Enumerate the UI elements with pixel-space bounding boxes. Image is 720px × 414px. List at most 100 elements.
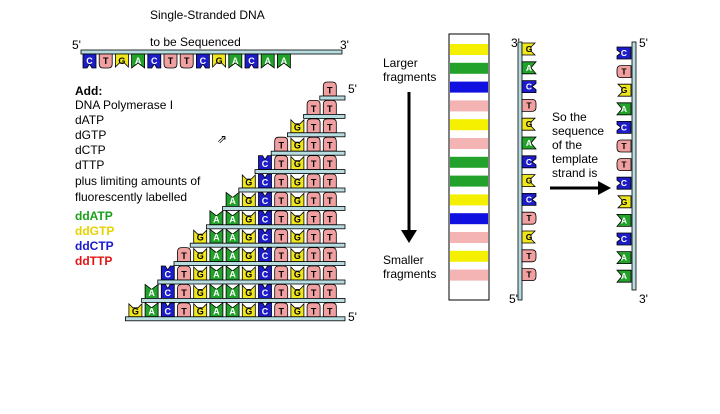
base-A: A <box>144 301 159 318</box>
svg-text:T: T <box>327 159 333 169</box>
base-C: C <box>258 173 272 189</box>
gel-band <box>450 138 488 149</box>
svg-text:T: T <box>181 270 187 280</box>
base-T: T <box>274 210 289 226</box>
base-A: A <box>209 283 224 299</box>
svg-text:G: G <box>132 306 139 316</box>
svg-text:A: A <box>621 253 627 263</box>
svg-text:T: T <box>278 178 284 188</box>
svg-text:A: A <box>621 104 627 114</box>
base-C: C <box>258 228 272 244</box>
svg-text:A: A <box>148 306 155 316</box>
base-T: T <box>177 284 191 299</box>
svg-text:C: C <box>86 56 93 66</box>
read-column-three-prime-label: 3' <box>511 36 520 50</box>
gel-band <box>450 81 488 93</box>
svg-text:T: T <box>327 178 333 188</box>
template-three-prime-label: 3' <box>340 38 349 52</box>
base-A: A <box>225 265 240 281</box>
base-G: G <box>241 174 256 189</box>
base-T: T <box>322 136 337 152</box>
base-A: A <box>277 53 291 69</box>
base-G: G <box>193 284 208 299</box>
svg-text:A: A <box>621 215 627 225</box>
base-T: T <box>322 210 337 226</box>
base-T: T <box>306 118 321 134</box>
svg-text:G: G <box>294 306 301 316</box>
svg-text:G: G <box>294 122 301 132</box>
base-T: T <box>274 284 289 299</box>
svg-text:T: T <box>311 270 317 280</box>
reagent-item: dGTP <box>75 128 107 142</box>
base-T: T <box>322 100 337 115</box>
base-T: T <box>306 136 321 152</box>
svg-text:T: T <box>311 141 317 151</box>
reagent-item: dTTP <box>75 158 105 172</box>
base-C: C <box>521 80 537 93</box>
svg-text:A: A <box>621 271 627 281</box>
base-C: C <box>147 53 162 69</box>
base-C: C <box>258 210 272 226</box>
svg-text:G: G <box>294 251 301 261</box>
svg-text:T: T <box>311 104 317 114</box>
base-C: C <box>82 53 97 69</box>
base-A: A <box>260 53 275 69</box>
svg-text:G: G <box>245 270 252 280</box>
base-A: A <box>209 265 224 281</box>
svg-text:T: T <box>327 270 333 280</box>
svg-text:T: T <box>278 306 284 316</box>
svg-text:T: T <box>327 141 333 151</box>
base-G: G <box>290 155 305 170</box>
svg-text:T: T <box>327 288 333 298</box>
base-C: C <box>258 265 272 281</box>
svg-text:C: C <box>262 159 269 169</box>
svg-text:A: A <box>526 63 532 73</box>
svg-text:G: G <box>197 251 204 261</box>
base-G: G <box>193 247 208 262</box>
base-G: G <box>115 53 129 68</box>
base-T: T <box>322 81 337 97</box>
base-T: T <box>306 210 321 226</box>
template-five-prime-label: 5' <box>72 38 81 52</box>
base-A: A <box>131 53 145 69</box>
base-G: G <box>212 53 226 68</box>
base-T: T <box>274 228 289 244</box>
svg-text:G: G <box>245 288 252 298</box>
base-C: C <box>244 53 259 69</box>
svg-text:C: C <box>621 122 627 132</box>
svg-text:A: A <box>213 288 220 298</box>
svg-text:C: C <box>526 157 532 167</box>
base-T: T <box>616 158 632 171</box>
base-C: C <box>196 53 210 69</box>
arrow-right-icon <box>598 181 611 195</box>
base-C: C <box>616 176 632 190</box>
svg-text:T: T <box>327 251 333 261</box>
base-G: G <box>241 247 256 262</box>
svg-text:G: G <box>526 232 533 242</box>
base-T: T <box>521 249 537 263</box>
svg-text:C: C <box>262 306 269 316</box>
svg-text:T: T <box>327 104 333 114</box>
smaller-label-line: Smaller <box>383 253 424 267</box>
base-G: G <box>290 266 305 281</box>
svg-text:T: T <box>278 288 284 298</box>
base-G: G <box>290 210 305 226</box>
svg-text:T: T <box>311 306 317 316</box>
svg-text:A: A <box>213 306 220 316</box>
base-C: C <box>258 192 272 207</box>
base-A: A <box>144 283 159 299</box>
base-G: G <box>290 192 305 207</box>
base-G: G <box>241 192 256 207</box>
svg-text:A: A <box>213 251 220 261</box>
ddctp-label: ddCTP <box>75 239 114 253</box>
svg-text:T: T <box>327 86 333 96</box>
base-T: T <box>616 139 632 153</box>
base-A: A <box>225 283 240 299</box>
base-T: T <box>306 302 321 318</box>
svg-text:T: T <box>327 196 333 206</box>
base-G: G <box>290 284 305 299</box>
svg-text:C: C <box>262 288 269 298</box>
fragment-strand <box>286 132 346 138</box>
reagent-item: dATP <box>75 113 105 127</box>
